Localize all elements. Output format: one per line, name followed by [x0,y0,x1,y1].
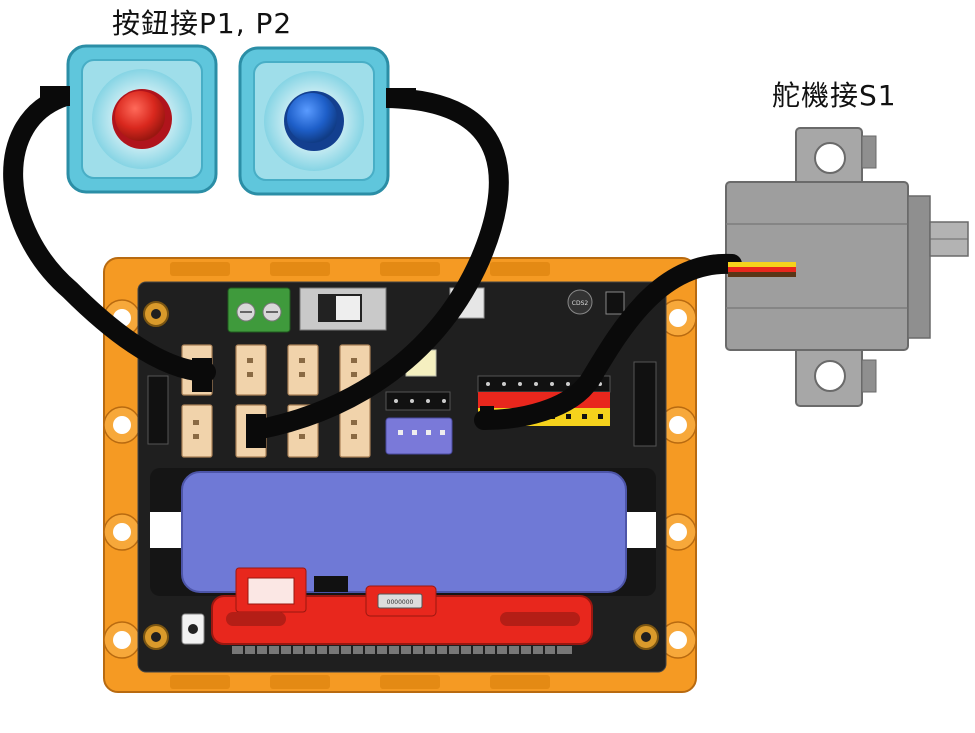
servo-wire-colors [728,262,796,277]
button-left [68,46,216,192]
button-right [240,48,388,194]
i2c-header [386,392,452,454]
svg-text:0000000: 0000000 [387,599,414,606]
svg-text:CDS2: CDS2 [572,300,589,307]
power-switch [300,288,386,330]
power-terminal [228,288,290,332]
battery [150,468,656,596]
